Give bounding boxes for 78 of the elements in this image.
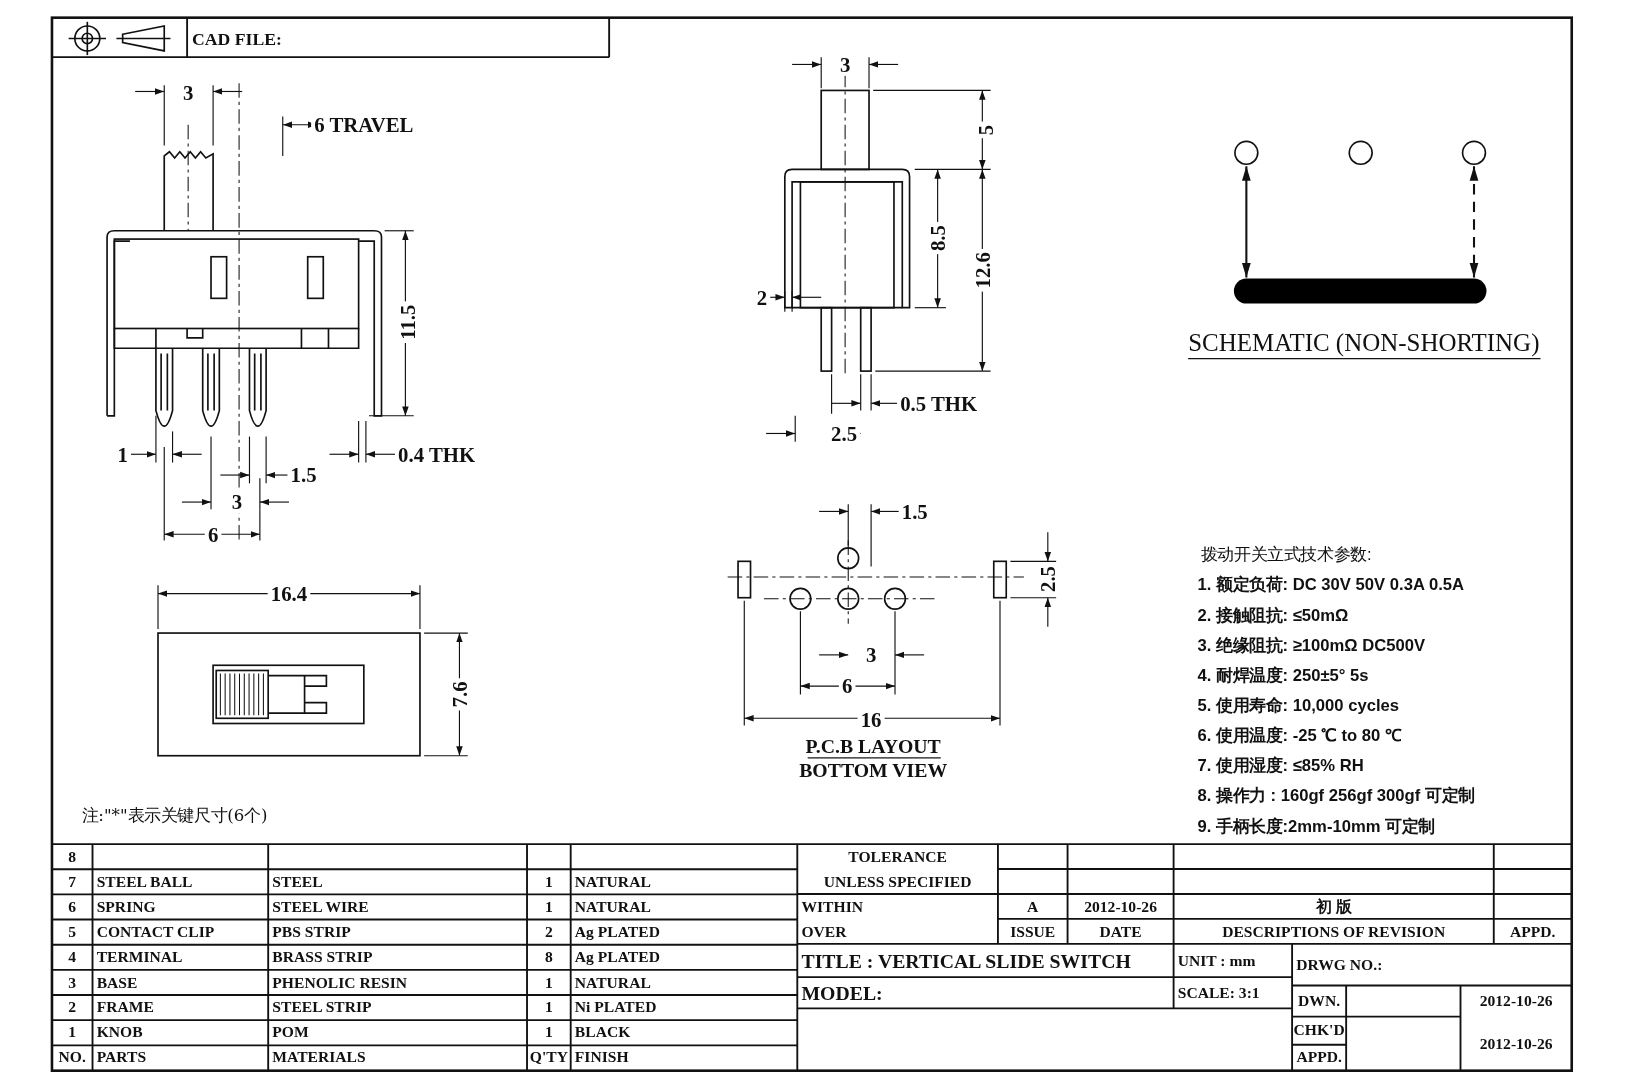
table-cell-text: 初 版: [1315, 896, 1353, 917]
table-cell-text: Ag PLATED: [573, 947, 661, 968]
table-cell-text: STEEL: [271, 871, 324, 892]
arrow: [1469, 166, 1479, 278]
table-cell-text: 6: [67, 897, 78, 917]
table-cell-text: WITHIN: [800, 896, 864, 917]
spec-text: 2. 接触阻抗: ≤50mΩ: [1197, 607, 1349, 624]
table-cell-text: STEEL BALL: [95, 871, 194, 892]
table-cell-text: 1: [543, 897, 554, 917]
table-cell-text: Ni PLATED: [573, 997, 658, 1018]
table-cell-text: Q'TY: [528, 1048, 569, 1068]
table-cell-text: NO.: [57, 1048, 87, 1068]
table-cell-text: DWN.: [1297, 991, 1342, 1011]
table-cell-text: 2: [543, 922, 554, 942]
spec-heading: 拨动开关立式技术参数:: [1200, 546, 1372, 564]
spec-text: 6. 使用温度: -25 ℃ to 80 ℃: [1197, 727, 1402, 745]
table-cell-text: 1: [67, 1022, 78, 1043]
terminal-circle: [1233, 140, 1259, 166]
table-cell-text: NATURAL: [573, 871, 652, 892]
table-cell-text: 2: [67, 997, 78, 1018]
table-cell-text: 8: [543, 947, 554, 968]
table-cell-text: MATERIALS: [271, 1048, 367, 1068]
spec-text: 4. 耐焊温度: 250±5° 5s: [1197, 667, 1369, 684]
table-cell-text: DESCRIPTIONS OF REVISION: [1221, 921, 1447, 942]
table-cell-text: CONTACT CLIP: [95, 922, 216, 942]
spec-text: 5. 使用寿命: 10,000 cycles: [1197, 697, 1400, 715]
table-cell-text: APPD.: [1295, 1047, 1343, 1068]
table-cell-text: BASE: [95, 972, 139, 993]
table-cell-text: 1: [543, 1022, 554, 1043]
table-cell-text: 5: [67, 922, 78, 942]
table-cell-text: APPD.: [1509, 921, 1557, 942]
table-cell-text: SPRING: [95, 897, 157, 917]
arrow: [1242, 166, 1251, 278]
table-cell-text: 2012-10-26: [1478, 1033, 1554, 1054]
table-cell-text: PHENOLIC RESIN: [271, 972, 409, 993]
terminal-circle: [1348, 140, 1374, 166]
table-cell-text: POM: [271, 1022, 310, 1043]
table-cell-text: TOLERANCE: [847, 846, 948, 867]
table-cell-text: 7: [67, 871, 78, 892]
spec-text: 3. 绝缘阻抗: ≥100mΩ DC500V: [1197, 637, 1426, 654]
spec-text: 1. 额定负荷: DC 30V 50V 0.3A 0.5A: [1197, 576, 1464, 594]
table-cell-text: UNIT : mm: [1176, 950, 1257, 971]
table-cell-text: 1: [543, 972, 554, 993]
table-cell-text: KNOB: [95, 1022, 144, 1043]
table-cell-text: A: [1026, 896, 1040, 917]
table-cell-text: DATE: [1098, 921, 1143, 942]
table-cell-text: BLACK: [573, 1022, 632, 1043]
table-cell-text: 3: [67, 972, 78, 993]
table-cell-text: 1: [543, 997, 554, 1018]
table-cell-text: UNLESS SPECIFIED: [822, 871, 973, 892]
table-cell-text: PARTS: [95, 1048, 148, 1068]
table-cell-text: NATURAL: [573, 897, 652, 917]
table-cell-text: DRWG NO.:: [1295, 954, 1384, 975]
contact-bar: [1233, 278, 1487, 304]
table-cell-text: TITLE : VERTICAL SLIDE SWITCH: [800, 948, 1132, 974]
terminal-circle: [1461, 140, 1487, 166]
table-cell-text: MODEL:: [800, 980, 884, 1006]
table-cell-text: CHK'D: [1292, 1020, 1346, 1041]
table-cell-text: FINISH: [573, 1048, 630, 1068]
table-cell-text: 2012-10-26: [1083, 896, 1158, 917]
table-cell-text: TERMINAL: [95, 947, 184, 968]
table-cell-text: 4: [67, 947, 78, 968]
table-cell-text: NATURAL: [573, 972, 652, 993]
spec-text: 7. 使用湿度: ≤85% RH: [1197, 757, 1364, 775]
table-cell-text: BRASS STRIP: [271, 947, 374, 968]
table-cell-text: OVER: [800, 921, 848, 942]
table-cell-text: FRAME: [95, 997, 155, 1018]
spec-text: 9. 手柄长度:2mm-10mm 可定制: [1197, 818, 1436, 835]
table-cell-text: STEEL STRIP: [271, 997, 373, 1018]
table-cell-text: Ag PLATED: [573, 922, 661, 942]
table-cell-text: 8: [67, 846, 78, 867]
spec-text: 8. 操作力 : 160gf 256gf 300gf 可定制: [1197, 787, 1475, 805]
table-cell-text: ISSUE: [1009, 921, 1057, 942]
table-cell-text: SCALE: 3:1: [1176, 982, 1261, 1003]
table-cell-text: PBS STRIP: [271, 922, 352, 942]
table-cell-text: STEEL WIRE: [271, 897, 370, 917]
table-cell-text: 2012-10-26: [1478, 991, 1554, 1011]
table-cell-text: 1: [543, 871, 554, 892]
